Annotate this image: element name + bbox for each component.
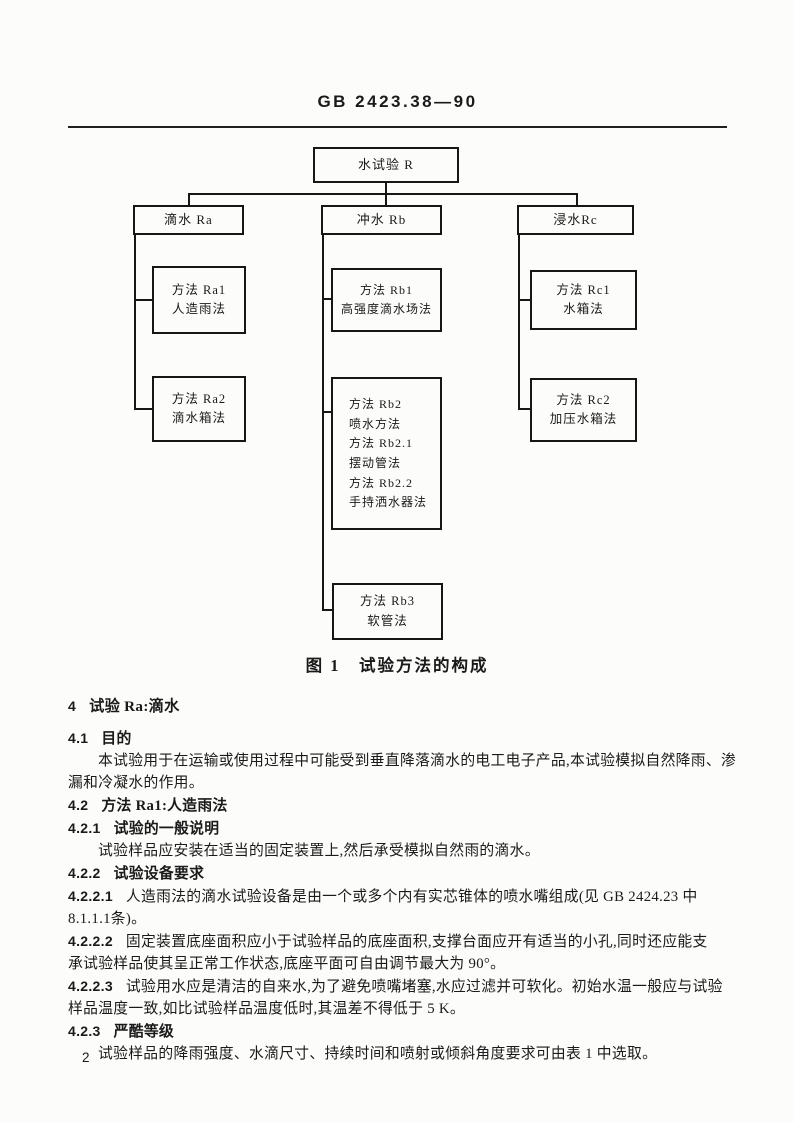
- diagram-box-ra2: 方法 Ra2 滴水箱法: [152, 376, 246, 442]
- diagram-box-rc: 浸水Rc: [517, 205, 634, 235]
- diagram-box-label: 浸水Rc: [553, 212, 598, 228]
- figure-1-diagram: 水试验 R 滴水 Ra 冲水 Rb 浸水Rc 方法 Ra1 人造雨法 方法 Ra…: [133, 147, 637, 640]
- diagram-box-rb2: 方法 Rb2 喷水方法 方法 Rb2.1 摆动管法 方法 Rb2.2 手持洒水器…: [331, 377, 442, 530]
- figure-caption: 图 1 试验方法的构成: [305, 656, 489, 675]
- clause-text: 漏和冷凝水的作用。: [68, 775, 204, 791]
- clause-text: 试验用水应是清洁的自来水,为了避免喷嘴堵塞,水应过滤并可软化。初始水温一般应与试…: [125, 979, 723, 995]
- paragraph-line: 漏和冷凝水的作用。: [68, 772, 730, 794]
- clause-number: 4.2.2: [68, 865, 101, 881]
- diagram-box-label: 方法 Rb3: [360, 594, 415, 609]
- paragraph-line: 试验样品应安装在适当的固定装置上,然后承受模拟自然雨的滴水。: [68, 840, 730, 862]
- diagram-box-rc1: 方法 Rc1 水箱法: [530, 270, 637, 330]
- clause-heading: 4.1 目的: [68, 727, 730, 750]
- diagram-box-rb3: 方法 Rb3 软管法: [332, 583, 443, 640]
- diagram-box-label: 水箱法: [563, 302, 604, 316]
- clause-paragraph: 4.2.2.2 固定装置底座面积应小于试验样品的底座面积,支撑台面应开有适当的小孔…: [68, 930, 730, 953]
- diagram-box-rb: 冲水 Rb: [321, 205, 442, 235]
- diagram-box-label: 摆动管法: [349, 456, 402, 470]
- diagram-box-ra1: 方法 Ra1 人造雨法: [152, 266, 246, 334]
- diagram-box-label: 滴水 Ra: [164, 212, 213, 228]
- diagram-box-label: 冲水 Rb: [356, 212, 407, 228]
- diagram-box-rb1: 方法 Rb1 高强度滴水场法: [331, 268, 442, 332]
- diagram-box-label: 方法 Rc1: [556, 282, 611, 297]
- connector-line: [518, 299, 530, 301]
- diagram-box-label: 方法 Rb2.1: [349, 436, 414, 451]
- clause-text: 承试验样品使其呈正常工作状态,底座平面可自由调节最大为 90°。: [68, 956, 506, 972]
- connector-line: [322, 298, 331, 300]
- diagram-box-label: 方法 Ra1: [171, 282, 227, 297]
- body-text: 4 试验 Ra:滴水 4.1 目的 本试验用于在运输或使用过程中可能受到垂直降落滴水…: [68, 695, 736, 1065]
- clause-number: 4.2.2.2: [68, 933, 113, 949]
- diagram-box-label: 方法 Rb2: [349, 397, 403, 412]
- connector-line: [322, 411, 331, 413]
- diagram-box-label: 水试验 R: [358, 157, 414, 173]
- clause-text: 试验样品的降雨强度、水滴尺寸、持续时间和喷射或倾斜角度要求可由表 1 中选取。: [98, 1046, 658, 1062]
- diagram-box-label: 方法 Ra2: [171, 391, 227, 406]
- page-number: 2: [82, 1050, 90, 1065]
- clause-number: 4: [68, 698, 77, 714]
- diagram-box-label: 方法 Rb2.2: [349, 475, 414, 490]
- connector-line: [385, 182, 387, 195]
- diagram-box-label: 方法 Rb1: [359, 283, 413, 298]
- clause-number: 4.2: [68, 797, 89, 813]
- diagram-box-ra: 滴水 Ra: [133, 205, 244, 235]
- connector-line: [576, 193, 578, 206]
- clause-text: 严酷等级: [113, 1024, 175, 1040]
- diagram-box-label: 手持洒水器法: [349, 495, 428, 510]
- paragraph-line: 样品温度一致,如比试验样品温度低时,其温差不得低于 5 K。: [68, 998, 730, 1020]
- clause-text: 试验设备要求: [113, 866, 205, 882]
- connector-line: [322, 609, 332, 611]
- connector-line: [134, 299, 152, 301]
- diagram-box-label: 方法 Rc2: [556, 392, 611, 407]
- clause-text: 本试验用于在运输或使用过程中可能受到垂直降落滴水的电工电子产品,本试验模拟自然降…: [98, 753, 737, 769]
- clause-text: 试验 Ra:滴水: [89, 698, 180, 715]
- clause-number: 4.2.1: [68, 820, 101, 836]
- clause-number: 4.2.2.3: [68, 978, 113, 994]
- clause-number: 4.2.3: [68, 1023, 101, 1039]
- connector-line: [385, 193, 387, 206]
- clause-heading: 4 试验 Ra:滴水: [68, 695, 730, 718]
- clause-text: 方法 Ra1:人造雨法: [101, 798, 228, 814]
- diagram-box-label: 人造雨法: [171, 302, 226, 316]
- clause-paragraph: 4.2.2.3 试验用水应是清洁的自来水,为了避免喷嘴堵塞,水应过滤并可软化。初始…: [68, 975, 730, 998]
- connector-line: [188, 193, 578, 195]
- paragraph-line: 承试验样品使其呈正常工作状态,底座平面可自由调节最大为 90°。: [68, 953, 730, 975]
- clause-text: 试验的一般说明: [113, 821, 220, 837]
- clause-heading: 4.2 方法 Ra1:人造雨法: [68, 794, 730, 817]
- diagram-box-rc2: 方法 Rc2 加压水箱法: [530, 378, 637, 442]
- clause-paragraph: 4.2.2.1 人造雨法的滴水试验设备是由一个或多个内有实芯锥体的喷水嘴组成(见 …: [68, 885, 730, 908]
- diagram-box-label: 高强度滴水场法: [340, 302, 432, 316]
- connector-line: [134, 234, 136, 410]
- clause-number: 4.1: [68, 730, 89, 746]
- paragraph-line: 8.1.1.1条)。: [68, 908, 730, 930]
- connector-line: [188, 193, 190, 206]
- paragraph-line: 试验样品的降雨强度、水滴尺寸、持续时间和喷射或倾斜角度要求可由表 1 中选取。: [68, 1043, 730, 1065]
- diagram-box-label: 加压水箱法: [549, 412, 618, 426]
- clause-text: 目的: [101, 731, 132, 747]
- clause-text: 试验样品应安装在适当的固定装置上,然后承受模拟自然雨的滴水。: [98, 843, 540, 859]
- diagram-box-label: 软管法: [367, 613, 408, 628]
- clause-text: 样品温度一致,如比试验样品温度低时,其温差不得低于 5 K。: [68, 1001, 466, 1017]
- clause-text: 8.1.1.1条)。: [68, 911, 147, 927]
- paragraph-line: 本试验用于在运输或使用过程中可能受到垂直降落滴水的电工电子产品,本试验模拟自然降…: [68, 750, 736, 772]
- connector-line: [518, 408, 530, 410]
- standard-number: GB 2423.38—90: [317, 92, 478, 111]
- connector-line: [518, 234, 520, 410]
- diagram-box-water-test-r: 水试验 R: [313, 147, 459, 183]
- header-rule: [68, 126, 727, 128]
- diagram-box-label: 喷水方法: [349, 416, 402, 431]
- clause-heading: 4.2.3 严酷等级: [68, 1020, 730, 1043]
- clause-text: 人造雨法的滴水试验设备是由一个或多个内有实芯锥体的喷水嘴组成(见 GB 2424…: [125, 889, 698, 905]
- connector-line: [134, 408, 152, 410]
- connector-line: [322, 234, 324, 611]
- clause-heading: 4.2.1 试验的一般说明: [68, 817, 730, 840]
- clause-text: 固定装置底座面积应小于试验样品的底座面积,支撑台面应开有适当的小孔,同时还应能支: [125, 934, 708, 950]
- diagram-box-label: 滴水箱法: [171, 411, 226, 425]
- clause-heading: 4.2.2 试验设备要求: [68, 862, 730, 885]
- clause-number: 4.2.2.1: [68, 888, 113, 904]
